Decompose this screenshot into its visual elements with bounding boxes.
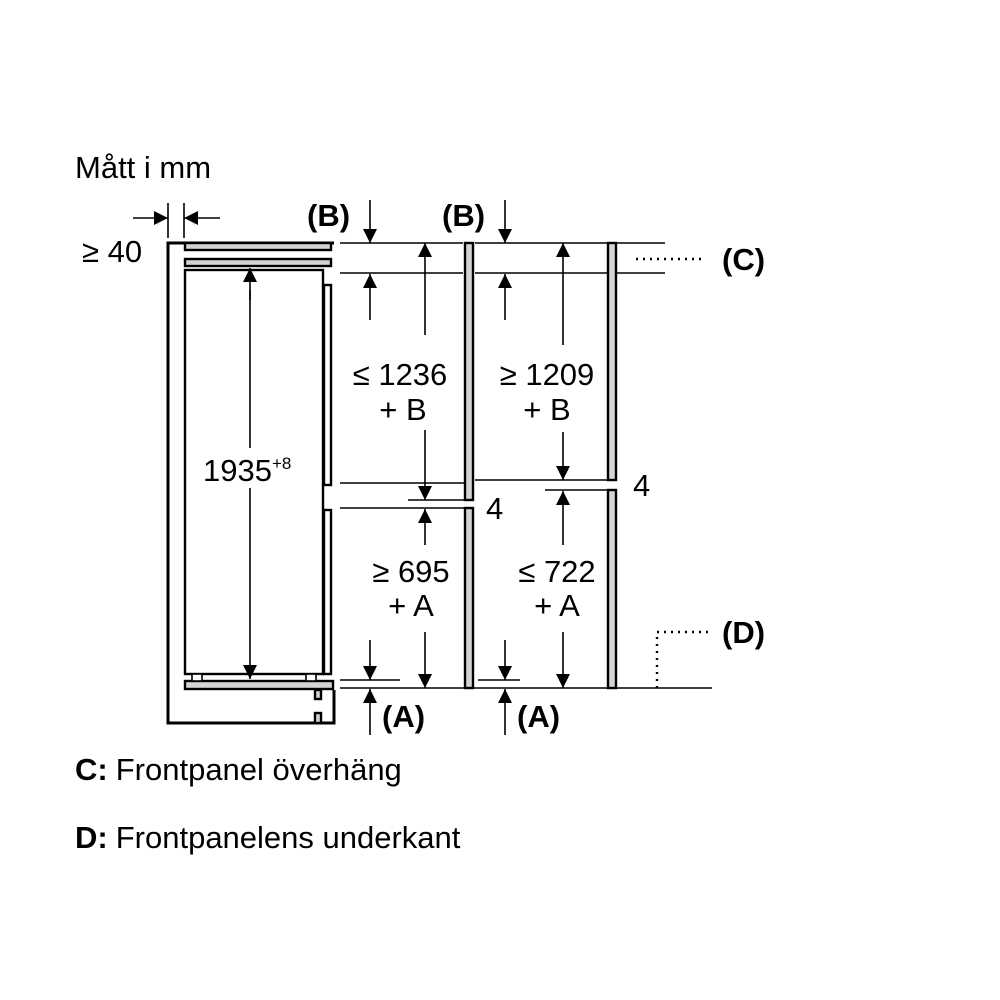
units-title: Mått i mm [75, 150, 211, 185]
d-dotted-leader [655, 630, 712, 688]
gap-right-label: 4 [633, 468, 650, 503]
marker-d: (D) [722, 615, 765, 650]
side-gap-label: ≥ 40 [82, 234, 142, 269]
lower-left-dimension: ≥ 695 [372, 554, 449, 589]
upper-left-dimension: ≤ 1236 [353, 357, 448, 392]
lower-left-suffix: + A [388, 588, 434, 623]
marker-a-left: (A) [382, 699, 425, 734]
upper-right-dimension: ≥ 1209 [500, 357, 595, 392]
legend-c: C:Frontpanel överhäng [75, 752, 402, 787]
overall-height-label: 1935+8 [203, 453, 291, 488]
upper-left-suffix: + B [379, 392, 426, 427]
legend-d: D:Frontpanelens underkant [75, 820, 461, 855]
gap-left-label: 4 [486, 491, 503, 526]
side-gap-dimension [133, 203, 220, 238]
upper-right-suffix: + B [523, 392, 570, 427]
marker-b-right: (B) [442, 198, 485, 233]
lower-right-dimension: ≤ 722 [518, 554, 595, 589]
marker-a-right: (A) [517, 699, 560, 734]
reference-lines [340, 242, 712, 689]
marker-c: (C) [722, 242, 765, 277]
marker-b-left: (B) [307, 198, 350, 233]
lower-right-suffix: + A [534, 588, 580, 623]
door-panels [463, 241, 618, 690]
